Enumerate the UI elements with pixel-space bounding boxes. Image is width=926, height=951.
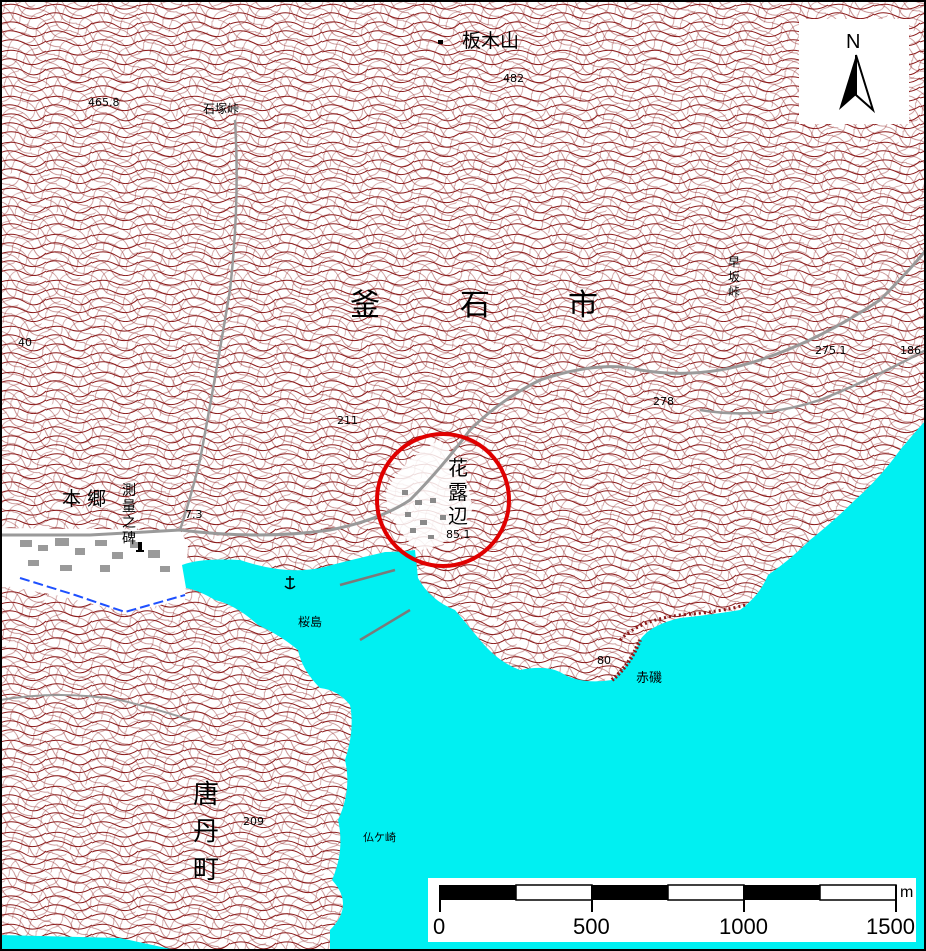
kamaishi-char-2: 石 <box>460 288 490 323</box>
hanatsuyabe-char-3: 辺 <box>448 504 468 528</box>
akaiso-label: 赤磯 <box>636 671 662 686</box>
hanatsuyabe-settlement <box>385 440 472 550</box>
sokuryo-char-1: 測 <box>122 483 136 499</box>
karani-char-1: 唐 <box>193 780 219 810</box>
road-east <box>699 348 926 415</box>
municipal-boundary <box>19 577 186 614</box>
elevation-278: 278 <box>653 395 674 408</box>
monument-icon <box>136 542 144 552</box>
sea-inlet-south <box>0 935 180 951</box>
pier <box>359 608 411 642</box>
scale-tick-1000: 1000 <box>719 914 768 939</box>
road-main <box>0 249 926 537</box>
elevation-80: 80 <box>597 654 611 667</box>
hayasaka-char-1: 早 <box>728 255 740 269</box>
elevation-482: 482 <box>503 72 524 85</box>
highlight-circle <box>375 432 511 568</box>
scale-bar <box>439 884 897 912</box>
scale-tick-1500: 1500 <box>866 914 915 939</box>
elevation-2751: 275.1 <box>815 344 847 357</box>
north-arrow-icon <box>839 54 876 114</box>
scale-tick-500: 500 <box>573 914 610 939</box>
hanatsuyabe-buildings <box>402 490 446 539</box>
summit-marker-icon <box>438 40 443 44</box>
hanatsuyabe-char-2: 露 <box>448 480 468 504</box>
scale-unit: m <box>900 884 913 901</box>
kamaishi-char-3: 市 <box>568 288 598 323</box>
elevation-73: 7.3 <box>185 508 203 521</box>
karani-char-2: 丹 <box>193 817 219 847</box>
hotokegasaki-label: 仏ケ崎 <box>363 830 396 844</box>
coastal-rocks <box>610 639 642 682</box>
sokuryo-char-3: 之 <box>122 515 136 531</box>
sokuryo-char-4: 碑 <box>122 531 136 547</box>
motogo-buildings <box>20 538 170 572</box>
coastal-rocks-2 <box>618 603 746 642</box>
motogo-label: 本郷 <box>62 488 112 510</box>
elevation-186: 186 <box>900 344 921 357</box>
hayasaka-char-2: 坂 <box>728 270 740 284</box>
elevation-211: 211 <box>337 414 358 427</box>
elevation-4658: 465.8 <box>88 96 120 109</box>
sakurajima-label: 桜島 <box>298 614 322 629</box>
itagi-label: 板木山 <box>462 30 519 52</box>
sokuryo-char-2: 量 <box>122 499 136 515</box>
anchor-icon <box>284 576 296 590</box>
ishizuka-label: 石塚峠 <box>203 101 239 116</box>
elevation-851: 85.1 <box>446 528 471 541</box>
hayasaka-char-3: 峠 <box>728 284 740 299</box>
road-north <box>178 119 238 531</box>
road-south <box>0 694 191 721</box>
elevation-40: 40 <box>18 336 32 349</box>
elevation-209: 209 <box>243 815 264 828</box>
sea <box>182 420 926 951</box>
north-label: N <box>846 31 860 53</box>
karani-char-3: 町 <box>193 855 219 885</box>
pier-2 <box>339 568 396 587</box>
hanatsuyabe-char-1: 花 <box>448 456 468 480</box>
scale-tick-0: 0 <box>433 914 445 939</box>
kamaishi-char-1: 釜 <box>350 288 380 323</box>
